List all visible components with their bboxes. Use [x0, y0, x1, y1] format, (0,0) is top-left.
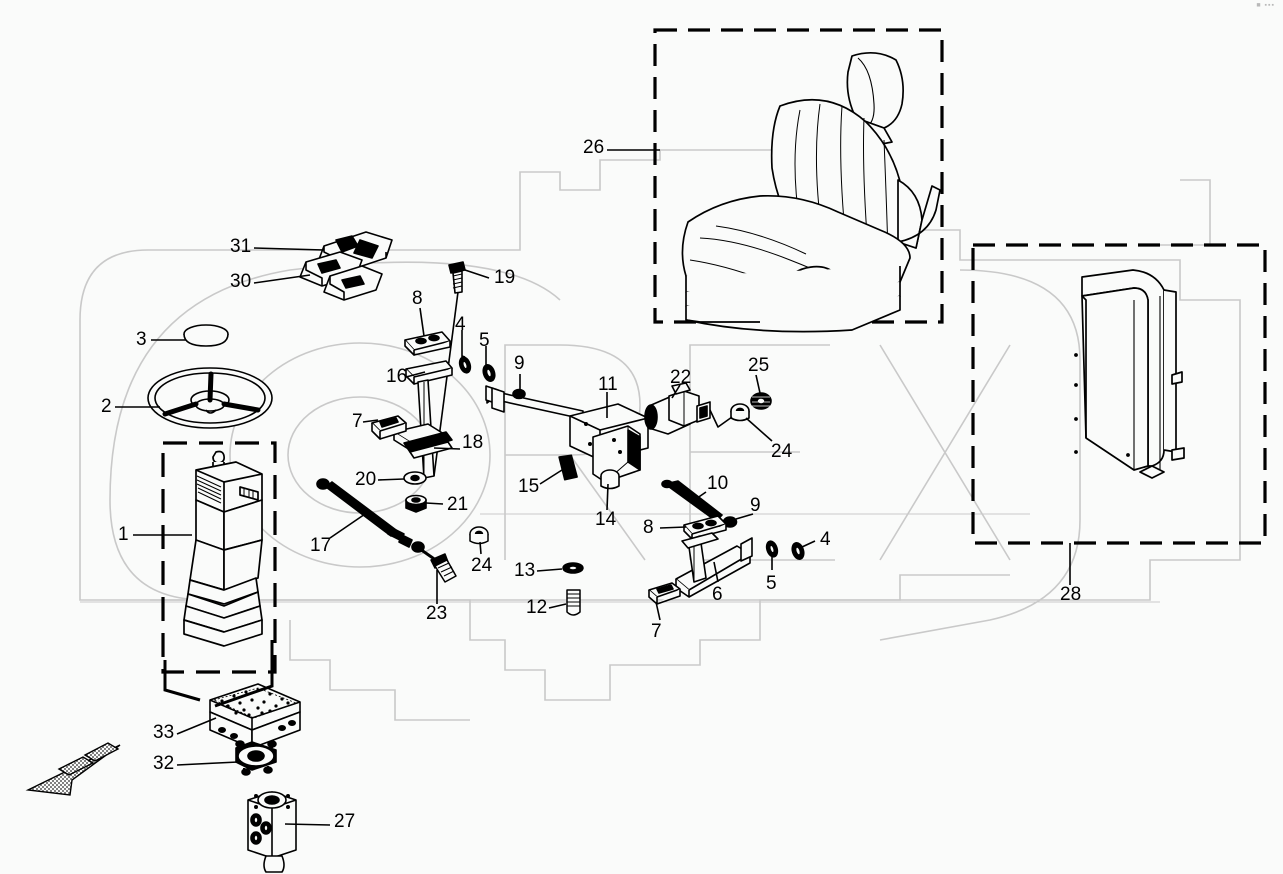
brake-pedal-group — [648, 479, 805, 605]
steering-valve-unit-drawing — [247, 791, 297, 873]
callout-11: 11 — [598, 374, 618, 395]
callout-10: 10 — [707, 473, 729, 494]
callout-7-right: 7 — [651, 621, 662, 642]
callout-6: 6 — [712, 584, 723, 605]
callout-31: 31 — [230, 236, 252, 257]
operator-seat-drawing — [681, 51, 941, 333]
seat-back-cushion-drawing — [1074, 269, 1185, 479]
callout-13: 13 — [514, 560, 536, 581]
watermark-graphic — [79, 149, 1241, 721]
direction-arrow — [25, 742, 121, 796]
callout-25: 25 — [748, 355, 770, 376]
callout-9-right: 9 — [750, 495, 761, 516]
callout-12: 12 — [526, 597, 548, 618]
callout-3: 3 — [136, 329, 147, 350]
control-rod-drawing — [316, 478, 441, 565]
callout-17: 17 — [310, 535, 332, 556]
callout-21: 21 — [447, 494, 469, 515]
fasteners-group — [430, 526, 584, 616]
callout-33: 33 — [153, 722, 175, 743]
callout-4-upper: 4 — [455, 314, 466, 335]
callout-14: 14 — [595, 509, 617, 530]
callout-19: 19 — [494, 267, 516, 288]
callout-32: 32 — [153, 753, 175, 774]
seat-dashed-box — [653, 28, 944, 324]
steering-wheel-cap-drawing — [183, 324, 229, 347]
callout-15: 15 — [518, 476, 540, 497]
callout-4-lower: 4 — [820, 529, 831, 550]
steering-wheel-drawing — [147, 367, 273, 429]
callout-8-lower: 8 — [643, 517, 654, 538]
callout-30: 30 — [230, 271, 252, 292]
corner-mark: ■ ▪▪▪ — [1256, 2, 1275, 9]
callout-23: 23 — [426, 603, 448, 624]
leader-lines — [115, 149, 1071, 826]
callout-1: 1 — [118, 524, 129, 545]
callout-16: 16 — [386, 366, 408, 387]
callout-24-lower: 24 — [471, 555, 493, 576]
callout-9-left: 9 — [514, 353, 525, 374]
steering-unit-plate-drawing — [209, 683, 301, 776]
callout-28: 28 — [1060, 584, 1082, 605]
column-bracket-lines — [163, 640, 274, 708]
pad-clip-left-drawing — [371, 415, 407, 440]
callout-5-lower: 5 — [766, 573, 777, 594]
callout-22: 22 — [670, 367, 692, 388]
floor-mat-lower-drawing — [299, 251, 383, 301]
callout-7-left: 7 — [352, 411, 363, 432]
steering-column-drawing — [183, 450, 263, 647]
pedal-lever-group — [393, 261, 466, 513]
callout-8-upper: 8 — [412, 288, 423, 309]
pedal-frame-group — [458, 356, 772, 490]
callout-5-upper: 5 — [479, 330, 490, 351]
callout-20: 20 — [355, 469, 377, 490]
callout-24-upper: 24 — [771, 441, 793, 462]
callout-18: 18 — [462, 432, 484, 453]
callout-26: 26 — [583, 137, 605, 158]
column-dashed-box — [161, 441, 277, 674]
callout-2: 2 — [101, 396, 112, 417]
callout-27: 27 — [334, 811, 356, 832]
